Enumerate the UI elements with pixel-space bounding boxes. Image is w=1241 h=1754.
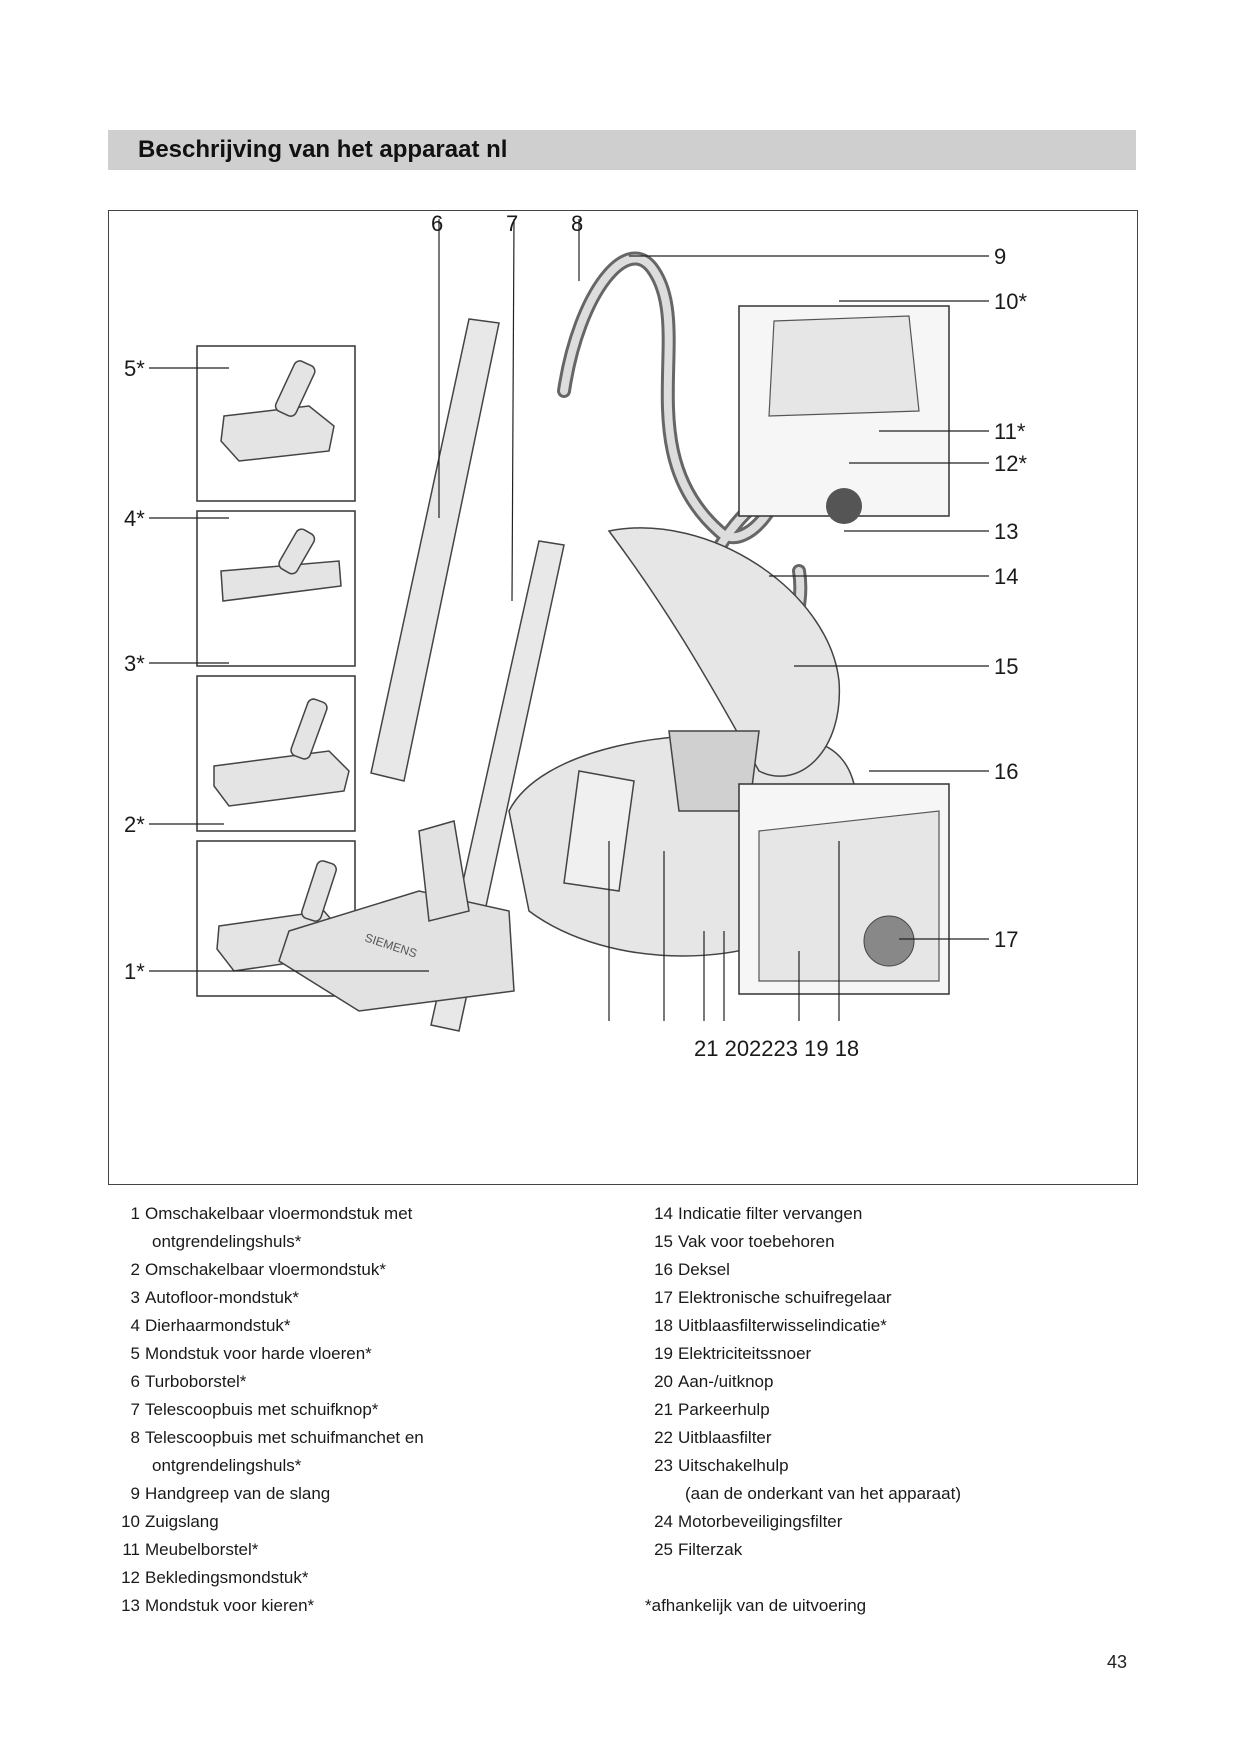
legend-spacer bbox=[645, 1564, 1165, 1592]
filter-bag-icon bbox=[563, 770, 635, 892]
section-header-bar: Beschrijving van het apparaat nl bbox=[108, 130, 1136, 170]
section-title: Beschrijving van het apparaat nl bbox=[138, 136, 508, 163]
floor-nozzle-main: SIEMENS bbox=[278, 820, 515, 1012]
callout-5: 5* bbox=[124, 356, 145, 381]
callout-12: 12* bbox=[994, 451, 1027, 476]
power-cord-icon bbox=[863, 915, 915, 967]
legend-item-continuation: (aan de onderkant van het apparaat) bbox=[685, 1484, 961, 1503]
callout-16: 16 bbox=[994, 759, 1018, 784]
callout-3: 3* bbox=[124, 651, 145, 676]
callout-6: 6 bbox=[431, 211, 443, 236]
callout-8: 8 bbox=[571, 211, 583, 236]
callout-1: 1* bbox=[124, 959, 145, 984]
callout-14: 14 bbox=[994, 564, 1018, 589]
callout-13: 13 bbox=[994, 519, 1018, 544]
callout-bottom-row: 21 202223 19 18 bbox=[694, 1036, 859, 1061]
page-number: 43 bbox=[1107, 1652, 1128, 1672]
legend-item-continuation: ontgrendelingshuls* bbox=[152, 1456, 302, 1475]
callout-17: 17 bbox=[994, 927, 1018, 952]
callout-9: 9 bbox=[994, 244, 1006, 269]
callout-15: 15 bbox=[994, 654, 1018, 679]
appliance-diagram: SIEMENS bbox=[108, 210, 1138, 1185]
callout-2: 2* bbox=[124, 812, 145, 837]
callout-10: 10* bbox=[994, 289, 1027, 314]
legend-item-continuation: ontgrendelingshuls* bbox=[152, 1232, 302, 1251]
callout-7: 7 bbox=[506, 211, 518, 236]
callout-4: 4* bbox=[124, 506, 145, 531]
footnote: *afhankelijk van de uitvoering bbox=[645, 1596, 867, 1615]
leader-lines bbox=[149, 218, 989, 1021]
callout-11: 11* bbox=[994, 419, 1026, 444]
